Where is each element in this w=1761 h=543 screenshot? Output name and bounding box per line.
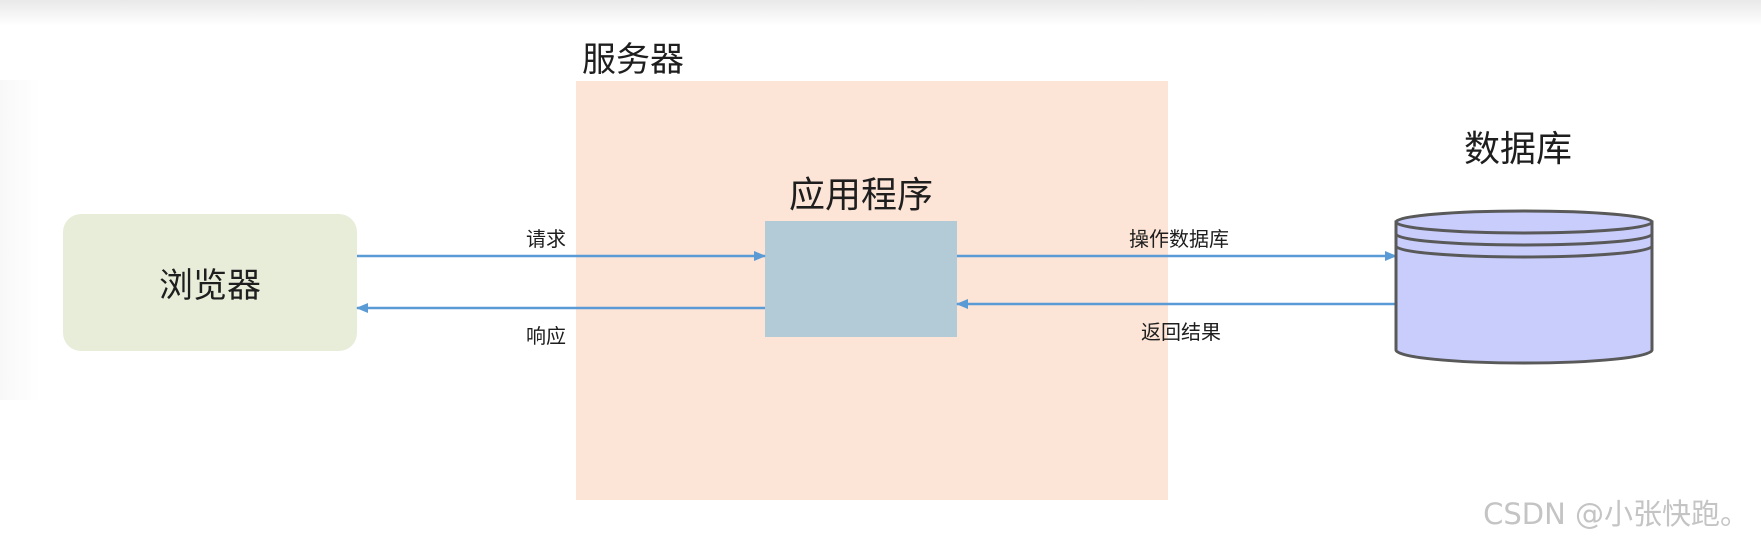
request-label: 请求: [526, 227, 566, 251]
app-box: [765, 221, 957, 337]
app-label: 应用程序: [788, 175, 933, 216]
database-cylinder-icon: [1394, 209, 1654, 365]
db-return-label: 返回结果: [1141, 320, 1221, 344]
left-haze: [0, 80, 40, 400]
server-label: 服务器: [582, 40, 684, 80]
database-label: 数据库: [1463, 129, 1572, 170]
response-label: 响应: [526, 324, 566, 348]
watermark: CSDN @小张快跑。: [1483, 497, 1749, 531]
top-band: [0, 0, 1761, 26]
db-operate-label: 操作数据库: [1129, 227, 1229, 251]
browser-label: 浏览器: [159, 266, 261, 306]
browser-box: 浏览器: [63, 214, 357, 351]
